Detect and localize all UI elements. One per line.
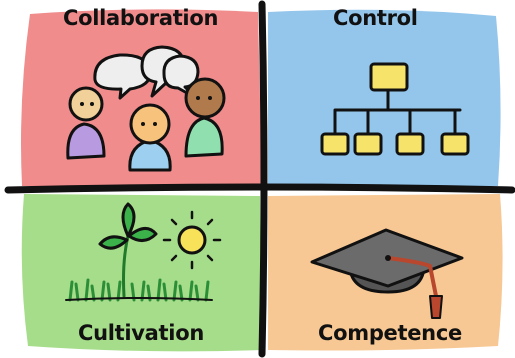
vertical-divider bbox=[258, 0, 268, 358]
sun-icon bbox=[177, 225, 207, 255]
horizontal-divider bbox=[4, 183, 515, 194]
quadrant-control-bg bbox=[268, 9, 501, 190]
graduation-cap-icon bbox=[310, 228, 464, 319]
leaf-icon bbox=[121, 202, 136, 238]
person-head bbox=[68, 86, 104, 122]
org-box bbox=[440, 132, 470, 156]
quadrant-label-control: Control bbox=[333, 6, 418, 30]
org-chart-icon bbox=[320, 62, 470, 156]
org-box bbox=[353, 132, 383, 156]
sun-rays bbox=[162, 210, 222, 270]
people-speech-bubbles-icon bbox=[66, 45, 226, 172]
quadrant-label-collaboration: Collaboration bbox=[63, 6, 219, 30]
quadrant-label-cultivation: Cultivation bbox=[78, 321, 204, 345]
leaf-icon bbox=[98, 235, 129, 250]
tassel-end bbox=[429, 295, 443, 319]
grass bbox=[68, 278, 210, 302]
person-head bbox=[184, 77, 226, 119]
tassel bbox=[386, 256, 438, 298]
person-head bbox=[129, 103, 171, 145]
org-box-top bbox=[369, 62, 409, 92]
speech-bubble-icon bbox=[162, 54, 200, 100]
plant-and-sun-icon bbox=[65, 202, 222, 302]
org-box bbox=[320, 132, 350, 156]
quadrant-label-competence: Competence bbox=[318, 321, 462, 345]
person-body bbox=[66, 122, 106, 160]
org-box bbox=[395, 132, 425, 156]
leaf-icon bbox=[127, 227, 158, 242]
